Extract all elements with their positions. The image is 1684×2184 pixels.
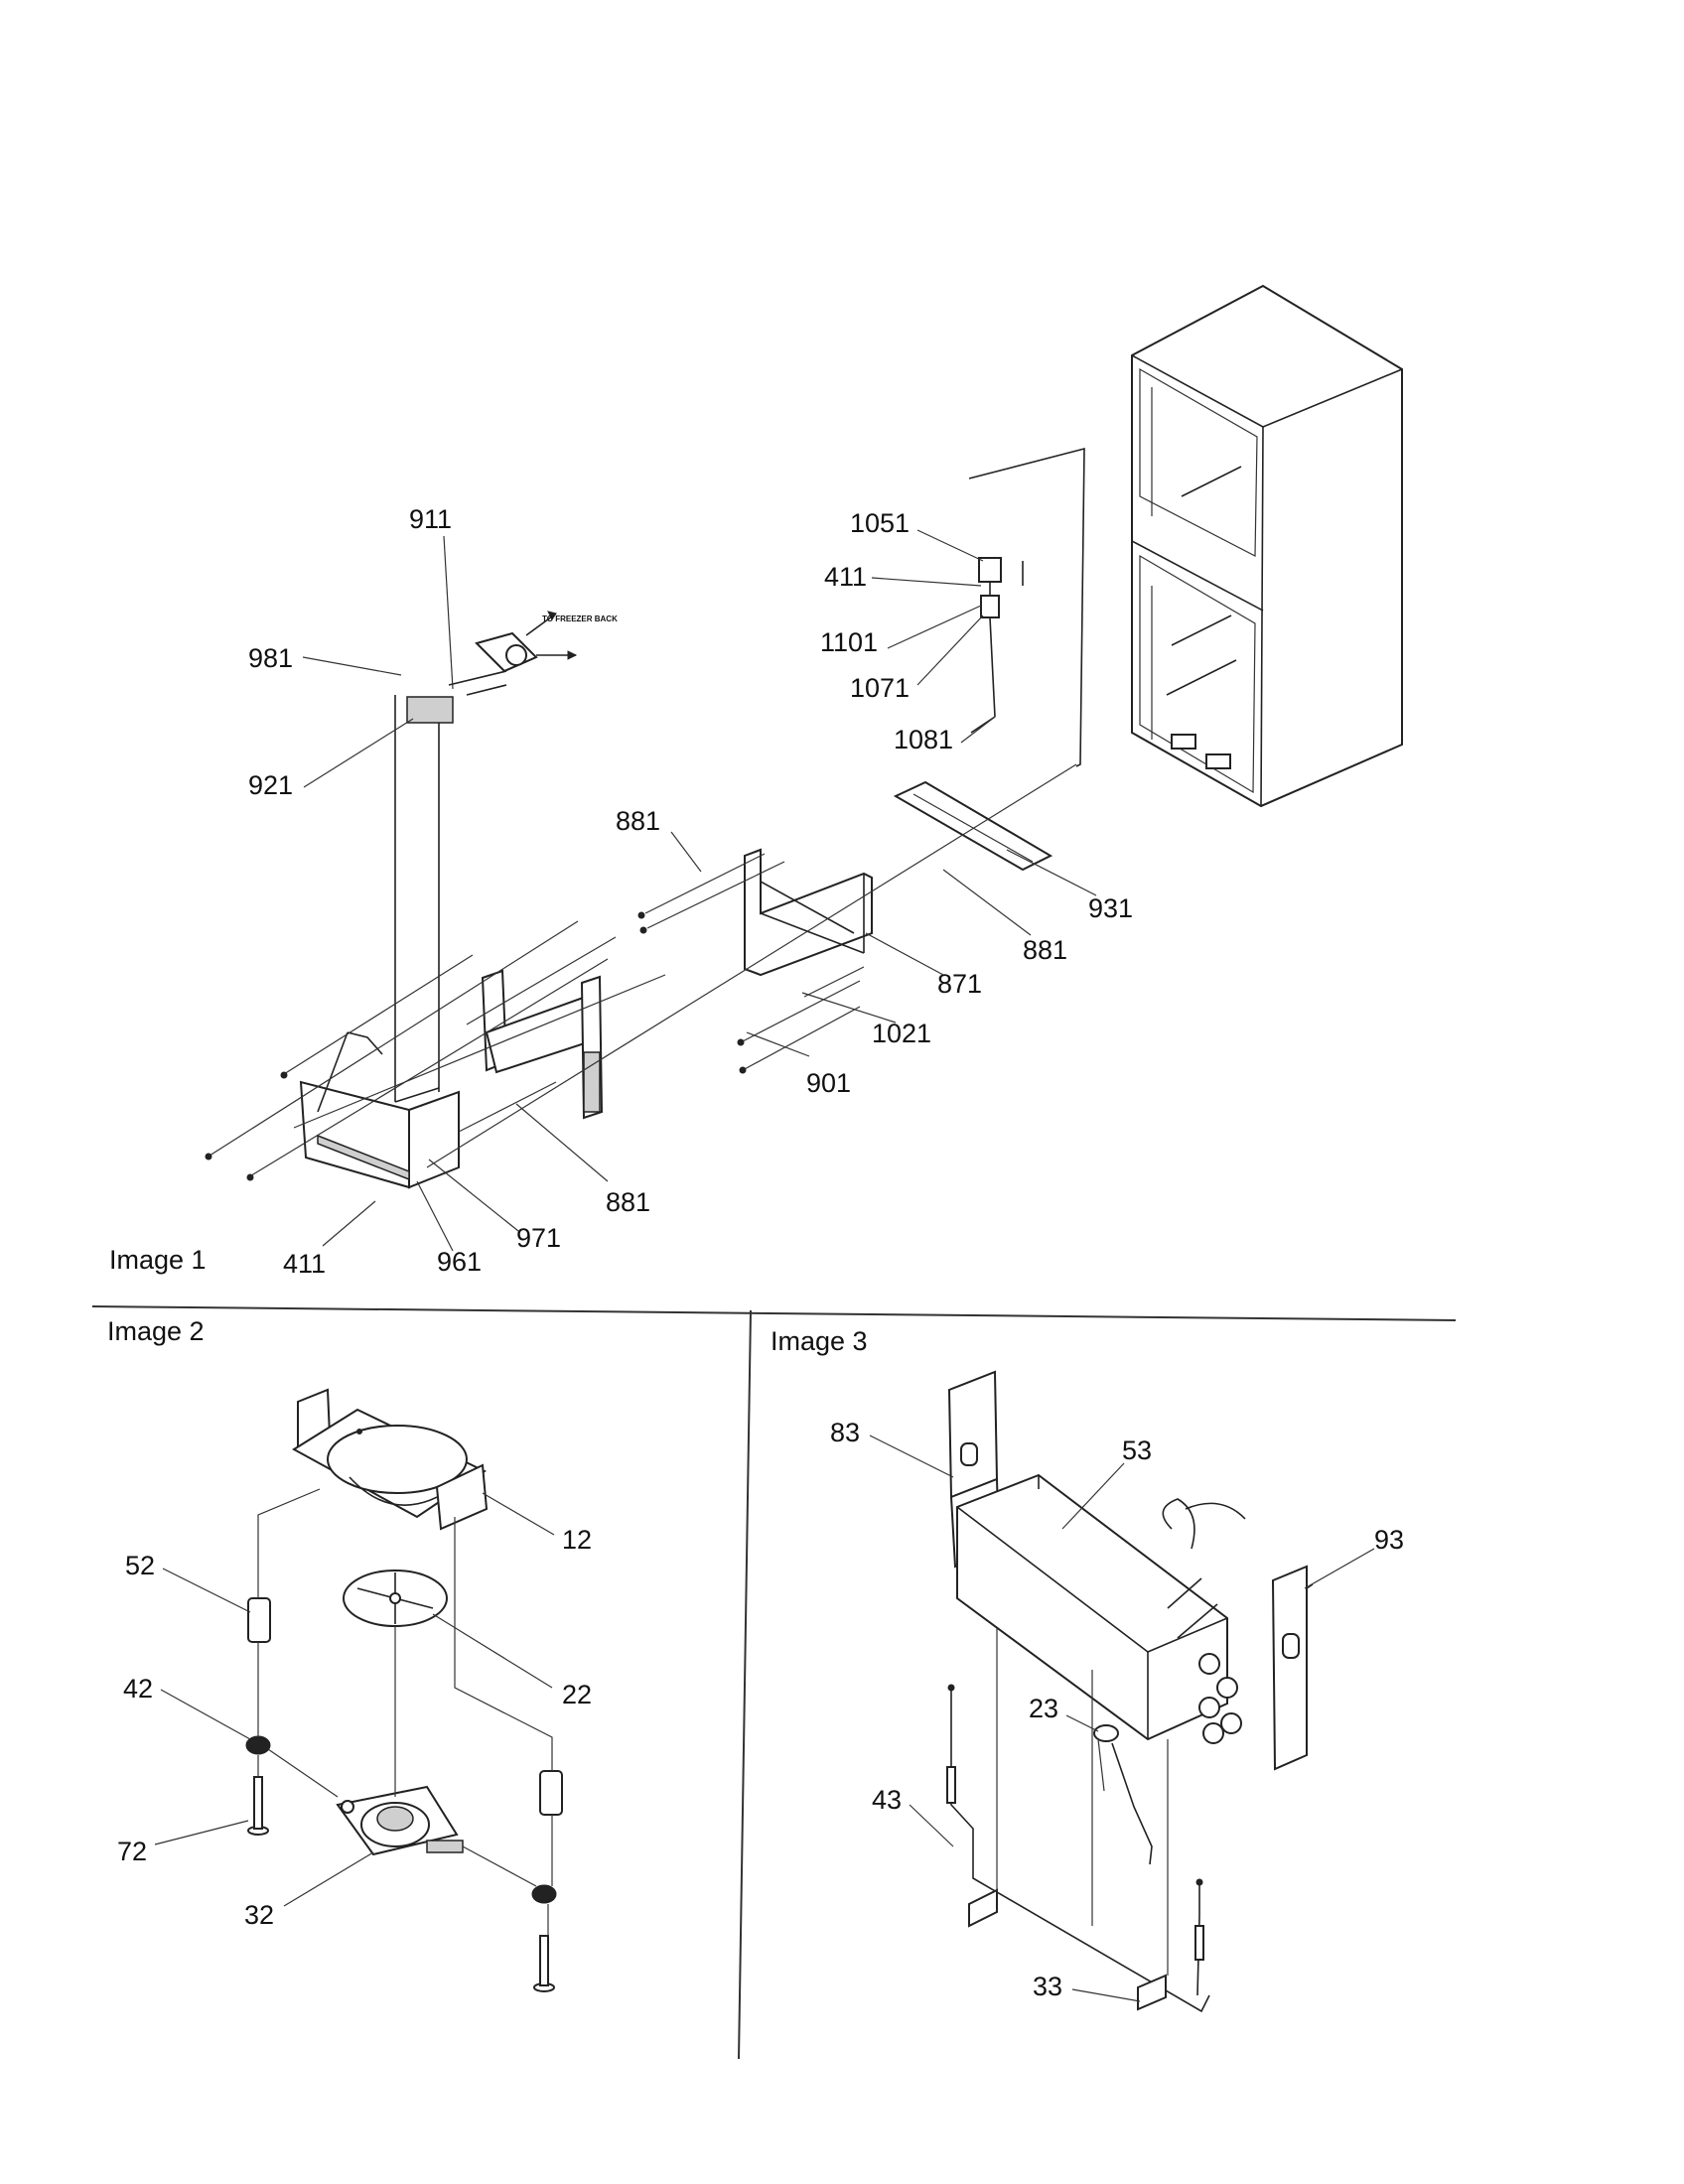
panel-separator-horizontal <box>91 1305 1457 1321</box>
evaporator-coil-icon <box>956 1473 1246 1744</box>
fan-blade-icon <box>343 1570 448 1627</box>
callout-leaders-image-1 <box>302 529 1097 1252</box>
callout-871: 871 <box>937 969 982 999</box>
screw-dots <box>205 911 747 1181</box>
callout-53: 53 <box>1122 1435 1152 1465</box>
thermostat-icon <box>1093 1724 1153 1865</box>
rail-box-icon <box>744 848 873 977</box>
control-bracket-icon <box>970 557 1024 734</box>
callout-33: 33 <box>1033 1972 1062 2001</box>
callout-leaders-image-2 <box>154 1492 555 1907</box>
callout-411-lower: 411 <box>283 1249 326 1279</box>
callout-1071: 1071 <box>850 673 910 703</box>
callout-93: 93 <box>1374 1525 1404 1555</box>
assembly-axis-lines-3 <box>996 1628 1169 1976</box>
panel-caption-image-3: Image 3 <box>771 1326 868 1356</box>
callout-22: 22 <box>562 1680 592 1709</box>
panel-caption-image-2: Image 2 <box>107 1316 205 1346</box>
damper-control-icon <box>448 611 578 696</box>
callout-32: 32 <box>244 1900 274 1930</box>
callout-1081: 1081 <box>894 725 953 754</box>
callout-881-duct: 881 <box>606 1187 650 1217</box>
callout-961: 961 <box>437 1247 482 1277</box>
callout-23: 23 <box>1029 1694 1058 1723</box>
callout-921: 921 <box>248 770 293 800</box>
callout-411-upper: 411 <box>824 562 867 592</box>
callout-52: 52 <box>125 1551 155 1580</box>
callout-881-box: 881 <box>616 806 660 836</box>
panel-caption-image-1: Image 1 <box>109 1245 207 1275</box>
callout-42: 42 <box>123 1674 153 1704</box>
callout-83: 83 <box>830 1418 860 1447</box>
assembly-axis-lines <box>206 763 1077 1178</box>
to-freezer-back-note: TO FREEZER BACK <box>542 614 618 623</box>
evaporator-bracket-right-icon <box>1271 1565 1314 1771</box>
callout-43: 43 <box>872 1785 902 1815</box>
callout-1021: 1021 <box>872 1019 931 1048</box>
refrigerator-cabinet-icon <box>1131 284 1403 808</box>
callout-1051: 1051 <box>850 508 910 538</box>
panel-separator-vertical <box>738 1309 752 2060</box>
callout-leaders-image-3 <box>869 1434 1375 2002</box>
callout-911: 911 <box>409 504 452 534</box>
rear-panel-outline <box>968 447 1085 767</box>
callout-981: 981 <box>248 643 293 673</box>
lower-channel-icon <box>299 1031 460 1189</box>
panel-image-2: Image 2 <box>107 1316 592 1992</box>
mount-parts-icon <box>245 1597 563 1992</box>
callout-881-pan: 881 <box>1023 935 1067 965</box>
callout-12: 12 <box>562 1525 592 1555</box>
fan-shroud-icon <box>292 1388 489 1531</box>
air-duct-icon <box>394 695 454 1103</box>
callout-901: 901 <box>806 1068 851 1098</box>
callout-931: 931 <box>1088 893 1133 923</box>
panel-image-3: Image 3 <box>771 1326 1404 2013</box>
coil-tubes <box>1167 1577 1242 1744</box>
panel-image-1: TO FREEZER BACK <box>109 284 1403 1279</box>
callout-72: 72 <box>117 1837 147 1866</box>
callout-971: 971 <box>516 1223 561 1253</box>
fan-motor-icon <box>336 1785 464 1856</box>
callout-1101: 1101 <box>820 627 878 657</box>
assembly-axis-lines-2 <box>257 1488 553 1936</box>
defrost-heater-icon <box>946 1684 1210 2013</box>
